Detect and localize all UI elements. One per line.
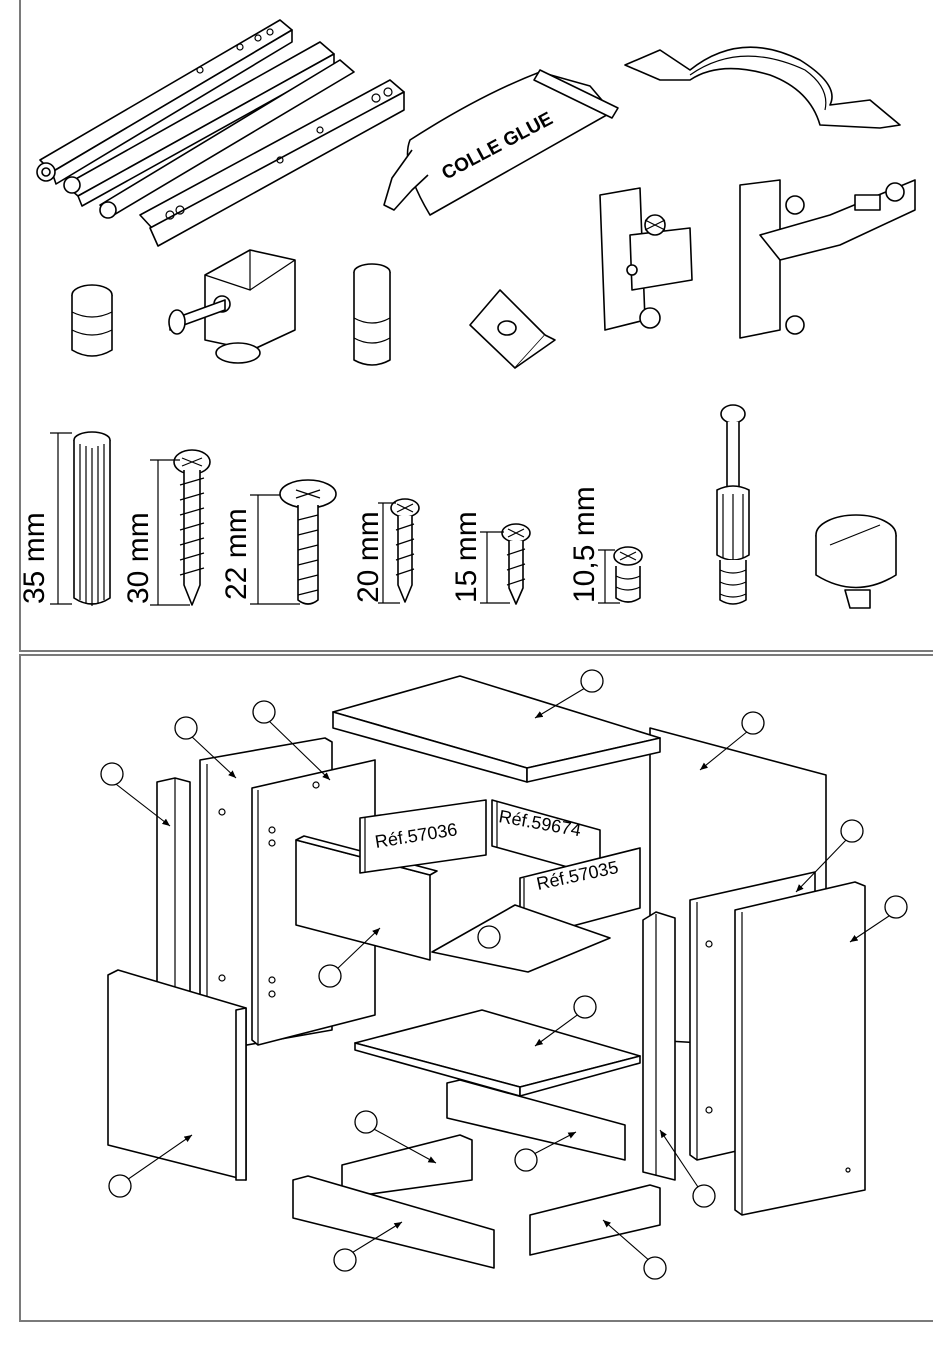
plastic-dowel-icon	[72, 285, 112, 356]
hinge-icon	[740, 180, 915, 338]
dimension-line	[50, 433, 72, 604]
push-in-dowel-icon	[354, 264, 390, 365]
top-panel-part	[333, 676, 660, 782]
wood-screw-icon	[174, 450, 210, 605]
hinge-plate-icon	[600, 188, 692, 330]
dimension-line	[250, 495, 300, 604]
connecting-bolt-icon	[717, 405, 749, 604]
dimension-label-15: 15 mm	[450, 511, 483, 603]
handle-icon	[625, 47, 900, 128]
dimension-label-30: 30 mm	[122, 512, 155, 604]
screw-15mm-icon	[502, 524, 530, 604]
euro-screw-icon	[614, 547, 642, 602]
wooden-dowel-icon	[74, 432, 110, 606]
dimension-label-20: 20 mm	[352, 511, 385, 603]
dimension-label-10-5: 10,5 mm	[568, 486, 601, 603]
screw-20mm-icon	[391, 499, 419, 602]
left-cleat-part	[157, 778, 190, 998]
connector-fitting-icon	[169, 250, 295, 363]
plinth-rail-part	[293, 1080, 660, 1268]
corner-block-icon	[470, 290, 555, 368]
cam-lock-icon	[816, 515, 896, 608]
bolt-icon	[280, 480, 336, 604]
dimension-label-22: 22 mm	[220, 508, 253, 600]
dimension-label-35: 35 mm	[18, 512, 51, 604]
right-door-part	[735, 882, 865, 1215]
glue-tube-icon: COLLE GLUE	[384, 70, 618, 215]
shelf-part	[355, 1010, 640, 1096]
drawer-slides-icon	[37, 20, 404, 246]
dimension-line	[480, 532, 510, 603]
right-cleat-part	[643, 912, 675, 1180]
left-door-part	[108, 970, 246, 1180]
